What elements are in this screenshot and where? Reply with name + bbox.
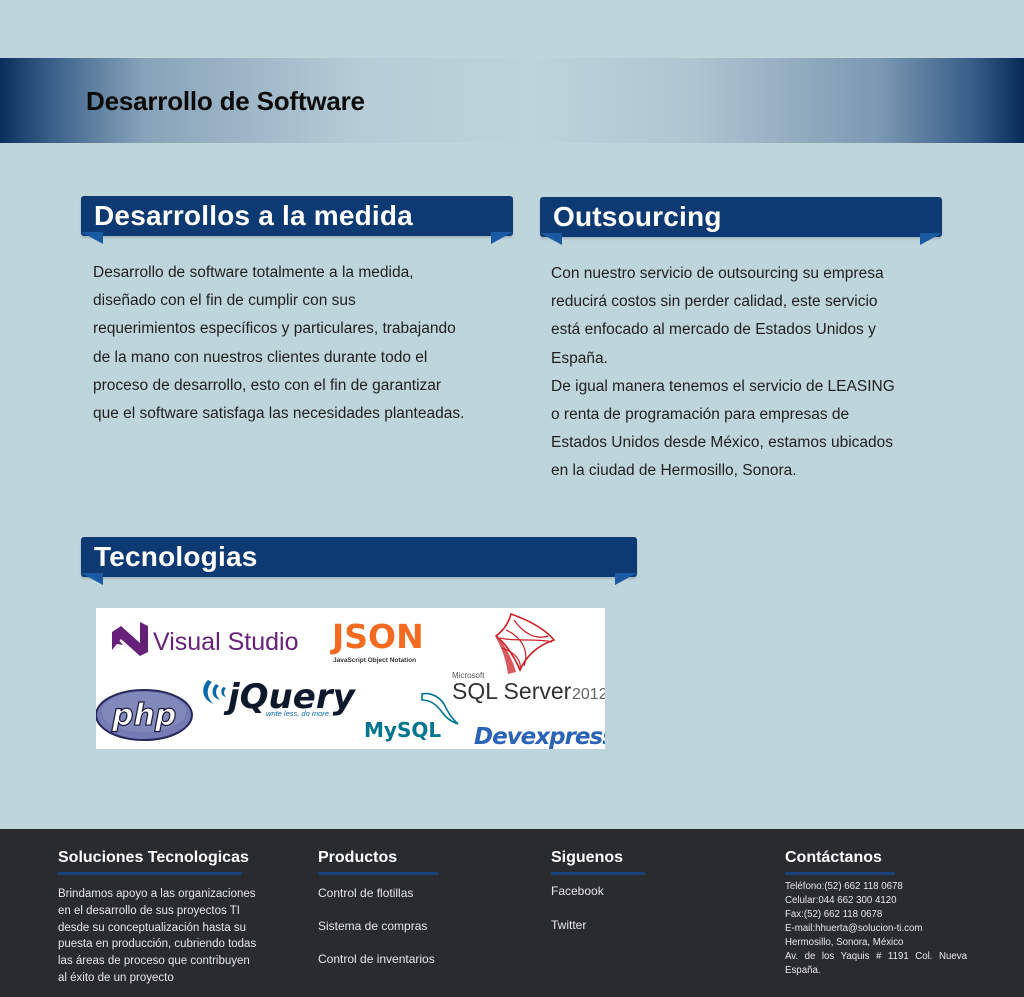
page-title: Desarrollo de Software: [86, 86, 365, 116]
section-header-custom: Desarrollos a la medida: [81, 196, 513, 248]
jquery-tagline: write less, do more.: [266, 709, 331, 718]
text-line: de la mano con nuestros clientes durante…: [93, 348, 428, 366]
text-line: diseñado con el fin de cumplir con sus: [93, 292, 356, 310]
text-line: De igual manera tenemos el servicio de L…: [551, 377, 895, 395]
text-line: Desarrollo de software totalmente a la m…: [93, 264, 414, 281]
text-line: proceso de desarrollo, esto con el fin d…: [93, 376, 442, 394]
devexpress-text: Devexpress: [474, 724, 605, 749]
contact-phone: Teléfono:(52) 662 118 0678: [785, 881, 903, 892]
text-line: requerimientos específicos y particulare…: [93, 320, 456, 338]
json-logo: JSON JavaScript Object Notation: [330, 617, 424, 664]
mysql-logo: MySQL: [364, 692, 459, 742]
ribbon-fold-right: [615, 573, 637, 585]
logos-svg: Visual Studio JSON JavaScript Object Not…: [96, 612, 605, 749]
contact-address-2: España.: [785, 965, 821, 976]
contact-mobile: Celular:044 662 300 4120: [785, 895, 897, 906]
footer-title-products: Productos: [318, 849, 398, 866]
text-line: Con nuestro servicio de outsourcing su e…: [551, 265, 884, 282]
text-line: España.: [551, 349, 608, 367]
visual-studio-text: Visual Studio: [153, 628, 298, 656]
footer-underline: [785, 872, 895, 875]
devexpress-logo: Devexpress: [474, 724, 605, 749]
ribbon-band: [81, 537, 637, 577]
footer-link-facebook[interactable]: Facebook: [551, 884, 604, 898]
footer-about-text: Brindamos apoyo a las organizaciones en …: [58, 886, 272, 987]
text-line: o renta de programación para empresas de: [551, 406, 850, 424]
technologies-logos: Visual Studio JSON JavaScript Object Not…: [96, 608, 605, 749]
footer-link-twitter[interactable]: Twitter: [551, 918, 587, 932]
jquery-text: jQuery: [223, 677, 357, 717]
text-line: Estados Unidos desde México, estamos ubi…: [551, 434, 894, 452]
section-header-tech: Tecnologias: [81, 537, 637, 589]
section-body-outsourcing: Con nuestro servicio de outsourcing su e…: [551, 260, 941, 486]
php-text: php: [111, 698, 176, 733]
text-line: está enfocado al mercado de Estados Unid…: [551, 321, 876, 339]
footer-title-about: Soluciones Tecnologicas: [58, 849, 249, 866]
json-text: JSON: [330, 617, 424, 656]
json-subtitle: JavaScript Object Notation: [333, 657, 416, 664]
footer-about-line: desde su conceptualización hasta su: [58, 921, 246, 934]
ribbon-fold-left: [81, 573, 103, 585]
footer-title-contact: Contáctanos: [785, 849, 882, 866]
microsoft-text: Microsoft: [452, 671, 485, 680]
text-line: que el software satisfaga las necesidade…: [93, 405, 465, 423]
footer-about-line: en el desarrollo de sus proyectos TI: [58, 904, 240, 917]
php-logo: php: [96, 689, 193, 741]
visual-studio-logo: Visual Studio: [112, 622, 298, 656]
footer-link-inventarios[interactable]: Control de inventarios: [318, 952, 435, 966]
footer-contact-text: Teléfono:(52) 662 118 0678 Celular:044 6…: [785, 880, 967, 978]
text-line: reducirá costos sin perder calidad, este…: [551, 293, 878, 311]
footer-about-line: las áreas de proceso que contribuyen: [58, 955, 250, 968]
text-line: en la ciudad de Hermosillo, Sonora.: [551, 462, 797, 480]
contact-fax: Fax:(52) 662 118 0678: [785, 909, 883, 920]
sql-server-logo: Microsoft SQL Server 2012: [452, 612, 605, 704]
section-body-custom: Desarrollo de software totalmente a la m…: [93, 259, 513, 428]
footer-about-line: Brindamos apoyo a las organizaciones: [58, 888, 256, 900]
ribbon-band: [540, 197, 942, 237]
contact-address: Av. de los Yaquis # 1191 Col. Nueva: [785, 951, 967, 962]
footer: Soluciones Tecnologicas Brindamos apoyo …: [0, 829, 1024, 997]
section-header-outsourcing: Outsourcing: [540, 197, 942, 249]
footer-underline: [551, 872, 645, 875]
contact-email[interactable]: E-mail:hhuerta@solucion-ti.com: [785, 923, 923, 934]
section-title-custom: Desarrollos a la medida: [94, 200, 413, 231]
footer-underline: [318, 872, 438, 875]
section-title-outsourcing: Outsourcing: [553, 201, 722, 232]
contact-city: Hermosillo, Sonora, México: [785, 937, 904, 948]
mysql-text: MySQL: [364, 718, 441, 742]
sql-server-text: SQL Server: [452, 678, 572, 704]
footer-about-line: puesta en producción, cubriendo todas: [58, 938, 257, 951]
footer-about-line: al éxito de un proyecto: [58, 971, 174, 984]
footer-underline: [58, 872, 242, 875]
footer-link-flotillas[interactable]: Control de flotillas: [318, 886, 414, 900]
footer-link-compras[interactable]: Sistema de compras: [318, 919, 428, 933]
ribbon-band: [81, 196, 513, 236]
jquery-logo: jQuery write less, do more.: [203, 677, 357, 718]
section-title-tech: Tecnologias: [94, 541, 258, 572]
footer-title-social: Siguenos: [551, 849, 624, 866]
hero-banner: [0, 58, 1024, 143]
sql-year-text: 2012: [572, 686, 605, 703]
